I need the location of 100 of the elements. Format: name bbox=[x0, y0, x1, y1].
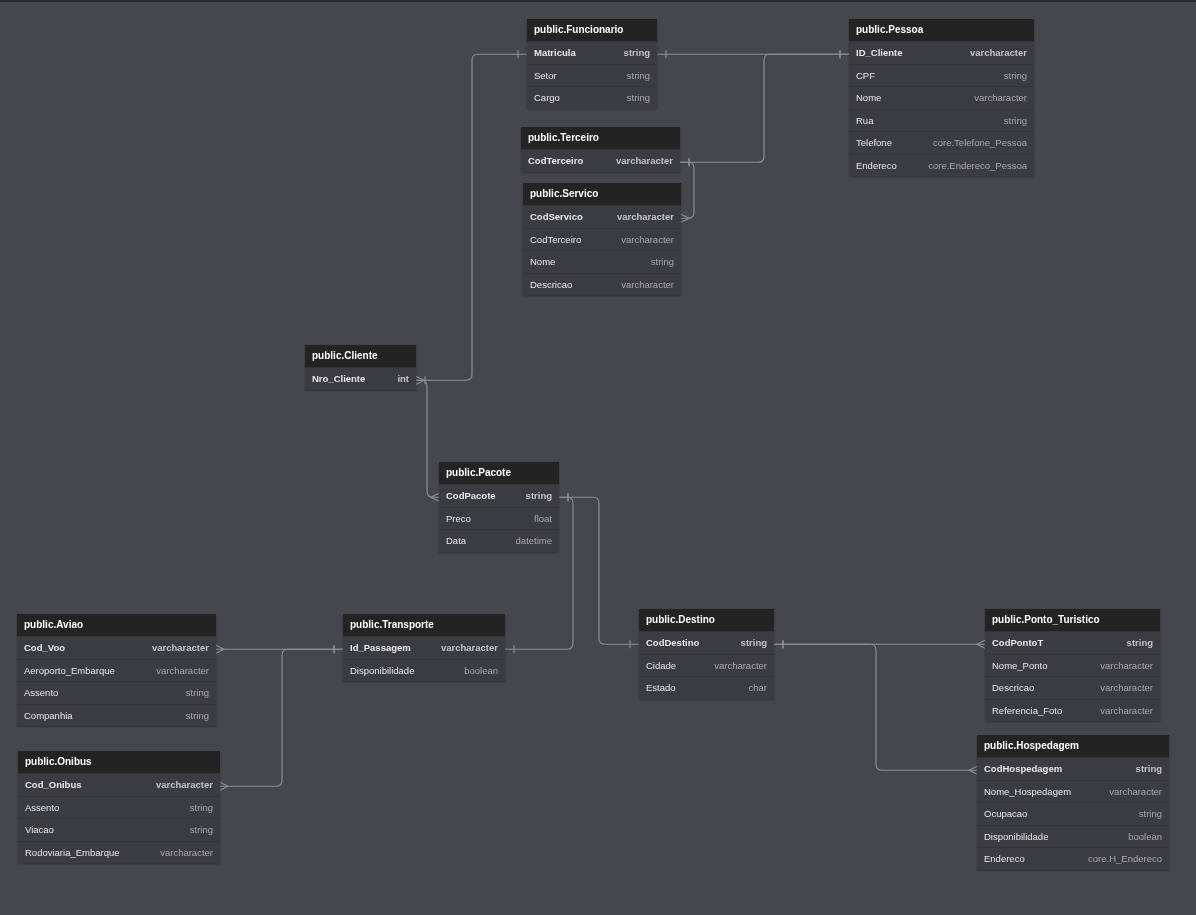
field-type: varcharacter bbox=[151, 642, 209, 654]
field-name: Endereco bbox=[856, 159, 897, 171]
field-name: CodPontoT bbox=[992, 637, 1044, 649]
field-name: CodDestino bbox=[646, 637, 700, 649]
field-type: varcharacter bbox=[974, 92, 1027, 104]
field-name: CPF bbox=[856, 69, 875, 81]
field-type: boolean bbox=[464, 664, 498, 676]
table-card bbox=[985, 609, 1160, 721]
field-type: varcharacter bbox=[440, 642, 498, 654]
field-name: Nome_Ponto bbox=[992, 659, 1048, 671]
field-name: CodTerceiro bbox=[530, 233, 582, 245]
table-row bbox=[305, 367, 416, 390]
field-name: Setor bbox=[534, 69, 557, 81]
field-name: Id_Passagem bbox=[350, 642, 411, 654]
field-name: CodServico bbox=[530, 211, 583, 223]
field-type: varcharacter bbox=[155, 779, 213, 791]
field-name: Assento bbox=[24, 687, 59, 699]
field-type: int bbox=[397, 373, 409, 385]
table-title: public.Servico bbox=[523, 183, 681, 205]
table-title: public.Ponto_Turistico bbox=[985, 609, 1160, 631]
field-name: Disponibilidade bbox=[350, 664, 415, 676]
field-name: Endereco bbox=[984, 853, 1025, 865]
field-type: varcharacter bbox=[621, 278, 674, 290]
field-type: string bbox=[189, 801, 213, 813]
table-card bbox=[305, 345, 416, 390]
field-name: CodTerceiro bbox=[528, 155, 584, 167]
field-type: string bbox=[1126, 637, 1153, 649]
table-title: public.Aviao bbox=[17, 614, 216, 636]
field-type: string bbox=[740, 637, 767, 649]
field-type: string bbox=[189, 824, 213, 836]
field-name: Estado bbox=[646, 682, 676, 694]
table-row bbox=[17, 636, 216, 659]
field-type: boolean bbox=[1128, 830, 1162, 842]
field-type: string bbox=[626, 69, 650, 81]
field-type: char bbox=[748, 682, 767, 694]
field-name: Data bbox=[446, 535, 467, 547]
field-type: string bbox=[1138, 808, 1162, 820]
table-card bbox=[343, 614, 505, 681]
field-name: ID_Cliente bbox=[856, 47, 903, 59]
field-type: varcharacter bbox=[1100, 682, 1153, 694]
table-title: public.Pessoa bbox=[849, 19, 1034, 41]
field-name: Companhia bbox=[24, 709, 73, 721]
field-name: Nome bbox=[530, 256, 556, 268]
field-type: string bbox=[1003, 114, 1027, 126]
field-name: Matricula bbox=[534, 47, 576, 59]
field-type: varcharacter bbox=[156, 664, 209, 676]
field-type: varcharacter bbox=[1109, 785, 1162, 797]
field-type: core.Endereco_Pessoa bbox=[928, 159, 1027, 171]
field-name: Viacao bbox=[25, 824, 54, 836]
table-row bbox=[639, 631, 774, 654]
table-row bbox=[343, 636, 505, 659]
table-title: public.Funcionario bbox=[527, 19, 657, 41]
table-row bbox=[523, 205, 681, 228]
table-row bbox=[18, 773, 220, 796]
field-type: varcharacter bbox=[1100, 659, 1153, 671]
table-card bbox=[18, 751, 220, 863]
field-name: Telefone bbox=[856, 137, 892, 149]
table-title: public.Onibus bbox=[18, 751, 220, 773]
table-card bbox=[977, 735, 1169, 870]
field-name: Cod_Voo bbox=[24, 642, 65, 654]
table-card bbox=[849, 19, 1034, 176]
field-name: Rua bbox=[856, 114, 874, 126]
field-name: Disponibilidade bbox=[984, 830, 1049, 842]
table-title: public.Cliente bbox=[305, 345, 416, 367]
field-type: string bbox=[185, 709, 209, 721]
table-card bbox=[521, 127, 680, 172]
field-name: Nro_Cliente bbox=[312, 373, 366, 385]
field-type: varcharacter bbox=[615, 155, 673, 167]
field-type: string bbox=[1135, 763, 1162, 775]
table-title: public.Transporte bbox=[343, 614, 505, 636]
table-row bbox=[527, 41, 657, 64]
relationship-line bbox=[679, 157, 695, 223]
relationship-line bbox=[415, 49, 528, 385]
table-card bbox=[523, 183, 681, 295]
field-name: Preco bbox=[446, 512, 471, 524]
field-type: datetime bbox=[515, 535, 552, 547]
relationship-line bbox=[773, 639, 978, 775]
field-type: string bbox=[185, 687, 209, 699]
field-type: varcharacter bbox=[621, 233, 674, 245]
field-type: core.H_Endereco bbox=[1088, 853, 1162, 865]
table-title: public.Pacote bbox=[439, 462, 559, 484]
field-name: Descricao bbox=[992, 682, 1035, 694]
table-card bbox=[527, 19, 657, 109]
field-type: string bbox=[623, 47, 650, 59]
table-card bbox=[17, 614, 216, 726]
field-type: core.Telefone_Pessoa bbox=[933, 137, 1027, 149]
field-name: CodHospedagem bbox=[984, 763, 1063, 775]
table-title: public.Destino bbox=[639, 609, 774, 631]
field-name: Assento bbox=[25, 801, 60, 813]
field-type: string bbox=[626, 92, 650, 104]
relationship-line bbox=[415, 375, 440, 502]
field-name: Cod_Onibus bbox=[25, 779, 82, 791]
field-name: Aeroporto_Embarque bbox=[24, 664, 115, 676]
field-name: Nome_Hospedagem bbox=[984, 785, 1072, 797]
field-name: Nome bbox=[856, 92, 882, 104]
table-row bbox=[977, 757, 1169, 780]
field-type: varcharacter bbox=[616, 211, 674, 223]
table-row bbox=[849, 41, 1034, 64]
field-type: string bbox=[650, 256, 674, 268]
field-name: Cidade bbox=[646, 659, 677, 671]
